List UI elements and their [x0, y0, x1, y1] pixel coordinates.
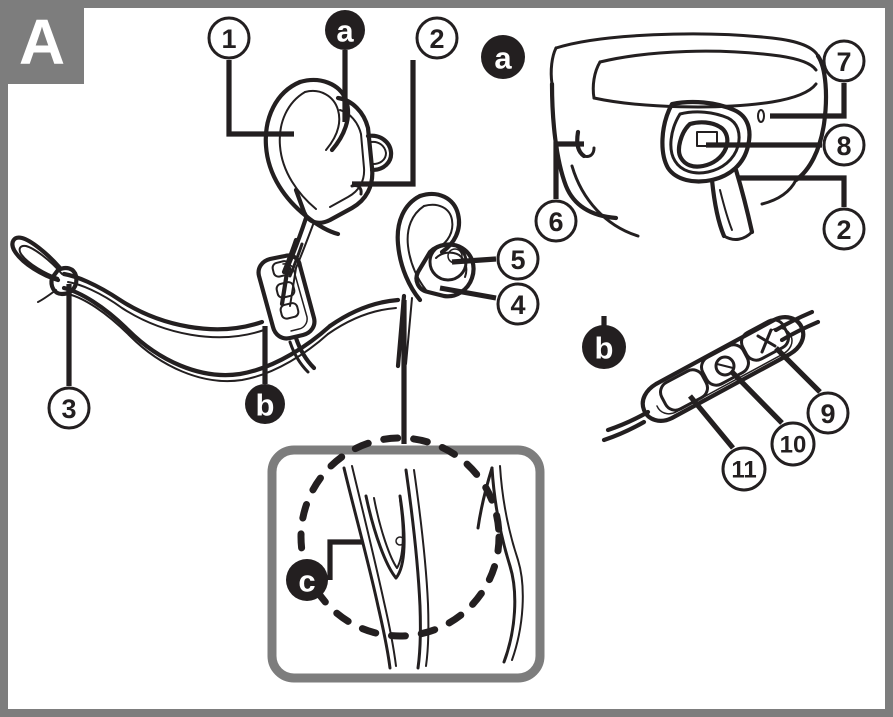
- detail-a-housing: [549, 32, 829, 241]
- connecting-cable: [10, 235, 401, 382]
- callout-10[interactable]: 10: [770, 421, 816, 467]
- callout-a-detail-label: a: [494, 41, 512, 76]
- callout-2-main[interactable]: 2: [415, 16, 459, 60]
- callout-1-label: 1: [221, 24, 236, 54]
- callout-2-main-label: 2: [429, 24, 444, 54]
- callout-a-main-label: a: [336, 14, 354, 49]
- callout-b-main[interactable]: b: [245, 384, 285, 424]
- remote-center-button-shape: [700, 343, 750, 387]
- callout-a-main[interactable]: a: [325, 10, 365, 50]
- callout-1[interactable]: 1: [207, 16, 251, 60]
- callout-8-label: 8: [836, 131, 851, 161]
- callout-9-label: 9: [820, 399, 835, 429]
- detail-b-remote: [601, 309, 821, 443]
- leader-lines: [66, 50, 847, 580]
- callout-b-detail-label: b: [595, 331, 614, 366]
- callout-c-detail[interactable]: c: [286, 559, 328, 601]
- callout-7-label: 7: [836, 47, 851, 77]
- callout-10-label: 10: [780, 432, 807, 459]
- section-letter-badge: A: [0, 0, 84, 84]
- inline-remote-control-main: [256, 237, 317, 374]
- callout-6-label: 6: [548, 207, 563, 237]
- callout-4[interactable]: 4: [496, 282, 540, 326]
- callout-5[interactable]: 5: [496, 237, 540, 281]
- callout-11[interactable]: 11: [721, 446, 767, 492]
- left-earbud-with-earhook: [263, 77, 394, 269]
- right-earbud-with-earhook: [395, 191, 476, 369]
- remote-volume-down-button-shape: [659, 368, 709, 412]
- detail-c-cable-splitter: [297, 434, 524, 670]
- callout-c-detail-label: c: [298, 564, 315, 599]
- callout-b-detail[interactable]: b: [582, 325, 626, 369]
- callout-2-detail-a[interactable]: 2: [822, 207, 866, 251]
- callout-3-label: 3: [61, 394, 76, 424]
- callout-5-label: 5: [510, 245, 525, 275]
- callout-4-label: 4: [510, 290, 525, 320]
- callout-8[interactable]: 8: [822, 123, 866, 167]
- callout-2-detail-a-label: 2: [836, 215, 851, 245]
- detail-c-box: [267, 445, 545, 683]
- callout-11-label: 11: [731, 457, 756, 484]
- callout-7[interactable]: 7: [822, 39, 866, 83]
- callout-3[interactable]: 3: [47, 386, 91, 430]
- callout-6[interactable]: 6: [534, 199, 578, 243]
- callout-a-detail[interactable]: a: [481, 35, 525, 79]
- callout-b-main-label: b: [256, 388, 275, 423]
- section-letter: A: [18, 6, 66, 78]
- callout-9[interactable]: 9: [806, 391, 850, 435]
